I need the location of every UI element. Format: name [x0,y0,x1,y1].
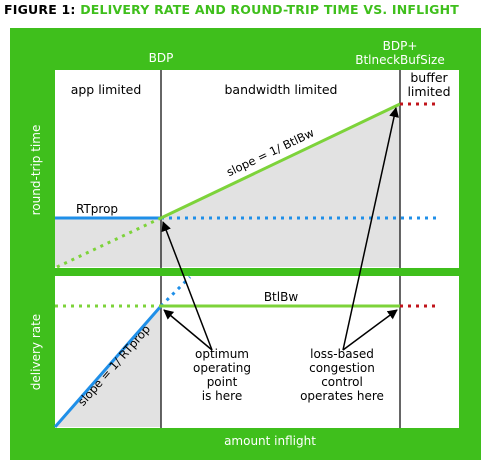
bdp-plus-label: BDP+ [383,39,418,53]
arrow-lossbased-to-rate [342,309,398,351]
lossbased-line-1: loss-based [310,347,374,361]
lossbased-line-3: control [321,375,363,389]
btlbw-label: BtlBw [264,290,299,304]
figure-title: FIGURE 1: DELIVERY RATE AND ROUND-TRIP T… [4,2,459,17]
rtt-shade-bandwidth [161,104,400,267]
region-app-limited: app limited [71,82,142,97]
rtt-slope-line [160,102,401,220]
optimum-line-3: point [207,375,238,389]
bdp-label: BDP [149,51,174,65]
rate-slope-line [53,305,163,428]
arrow-optimum-to-rate [163,309,213,351]
optimum-line-2: operating [193,361,251,375]
lossbased-annotation: loss-based congestion control operates h… [300,347,384,403]
rtprop-label: RTprop [76,202,118,216]
region-buffer-limited-line2: limited [407,84,450,99]
bottleneck-buffer-label: BtlneckBufSize [355,53,445,67]
figure-caption: DELIVERY RATE AND ROUND-TRIP TIME VS. IN… [80,2,460,17]
region-buffer-limited-line1: buffer [410,70,448,85]
lossbased-line-2: congestion [309,361,375,375]
lossbased-line-4: operates here [300,389,384,403]
x-axis-label: amount inflight [224,434,316,448]
rtt-slope-dotted-extension [56,216,162,269]
arrow-optimum-to-rtt [161,221,213,351]
y-axis-label-rtt: round-trip time [29,125,43,216]
optimum-annotation: optimum operating point is here [193,347,251,403]
y-axis-label-rate: delivery rate [29,314,43,390]
optimum-line-4: is here [202,389,242,403]
optimum-line-1: optimum [195,347,249,361]
region-bandwidth-limited: bandwidth limited [224,82,337,97]
arrow-lossbased-to-rtt [342,107,399,351]
figure-number: FIGURE 1: [4,2,76,17]
